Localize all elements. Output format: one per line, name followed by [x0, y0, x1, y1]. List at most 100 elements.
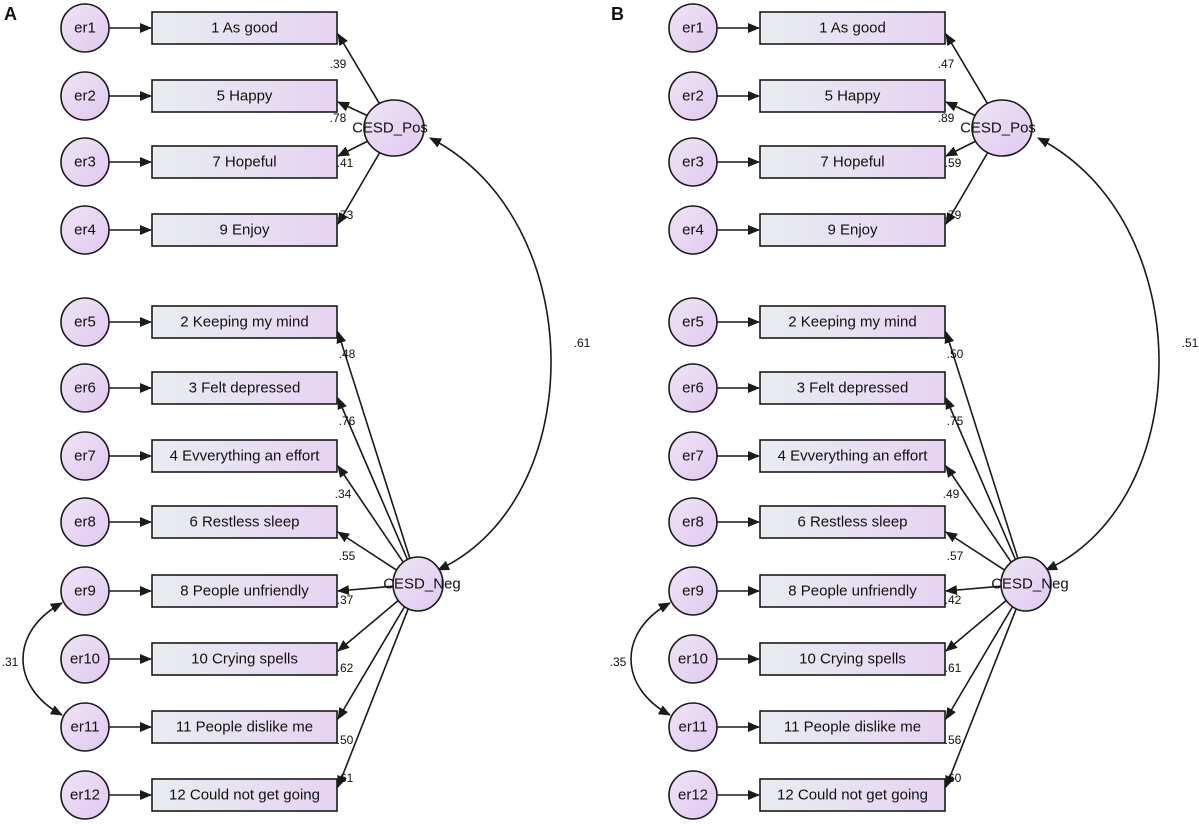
- indicator-row: er4 9 Enjoy: [668, 205, 946, 255]
- loading-coefficient: .89: [938, 111, 955, 125]
- loading-arrow: [945, 608, 1017, 788]
- error-term-label: er6: [682, 380, 704, 397]
- latent-positive-ellipse: [363, 99, 425, 157]
- indicator-label: 2 Keeping my mind: [180, 314, 308, 331]
- error-term-label: er9: [682, 583, 704, 600]
- error-term-label: er4: [682, 222, 704, 239]
- indicator-box: [151, 305, 338, 339]
- error-term-label: er8: [74, 514, 96, 531]
- loading-arrow: [945, 465, 1012, 563]
- loading-coefficient: .78: [330, 111, 347, 125]
- indicator-box: [759, 574, 946, 608]
- loading-coefficient: .48: [339, 347, 356, 361]
- indicator-label: 7 Hopeful: [212, 154, 276, 171]
- indicator-label: 10 Crying spells: [191, 651, 298, 668]
- factor-loadings: .39.78.41.73.48.76.34.55.37.62.50.61: [330, 33, 411, 788]
- error-covariance-value: .31: [2, 655, 19, 669]
- loading-arrow: [945, 585, 1002, 596]
- factor-loadings: .47.89.59.79.50.75.49.57.42.61.56.60: [938, 33, 1019, 788]
- indicator-row: er10 10 Crying spells: [60, 634, 338, 684]
- loading-arrow: [337, 531, 398, 571]
- indicator-label: 10 Crying spells: [799, 651, 906, 668]
- indicator-box: [151, 439, 338, 473]
- indicator-label: 2 Keeping my mind: [788, 314, 916, 331]
- indicator-label: 8 People unfriendly: [180, 583, 309, 600]
- panel-label: A: [4, 4, 17, 24]
- indicator-box: [151, 371, 338, 405]
- loading-coefficient: .59: [945, 156, 962, 170]
- panel-label: B: [611, 4, 624, 24]
- loading-coefficient: .49: [943, 487, 960, 501]
- loading-coefficient: .50: [947, 347, 964, 361]
- loading-arrow: [337, 606, 406, 720]
- loading-arrow: [337, 585, 394, 596]
- loading-arrow: [337, 465, 404, 563]
- factor-correlation-value: .51: [1182, 336, 1199, 350]
- loading-coefficient: .41: [337, 156, 354, 170]
- error-term-label: er9: [74, 583, 96, 600]
- indicator-box: [759, 710, 946, 744]
- indicator-box: [151, 778, 338, 812]
- error-term-label: er12: [70, 787, 100, 804]
- error-term-label: er8: [682, 514, 704, 531]
- loading-arrow: [337, 608, 409, 788]
- loading-coefficient: .37: [337, 593, 354, 607]
- indicator-box: [759, 439, 946, 473]
- loading-arrow: [945, 606, 1014, 720]
- indicator-label: 3 Felt depressed: [189, 380, 301, 397]
- loading-arrow: [337, 152, 381, 225]
- loading-arrow: [945, 140, 976, 157]
- latent-negative-ellipse: [1000, 556, 1052, 612]
- loading-arrow: [945, 152, 989, 225]
- indicator-box: [759, 505, 946, 539]
- error-term-label: er2: [74, 88, 96, 105]
- indicator-box: [151, 213, 338, 247]
- loading-coefficient: .79: [945, 208, 962, 222]
- indicator-label: 9 Enjoy: [827, 222, 878, 239]
- indicator-box: [759, 642, 946, 676]
- loading-coefficient: .61: [337, 771, 354, 785]
- loading-coefficient: .34: [335, 487, 352, 501]
- error-term-label: er1: [682, 20, 704, 37]
- error-term-label: er10: [70, 651, 100, 668]
- factor-correlation-curve: [1037, 137, 1160, 571]
- indicator-box: [151, 710, 338, 744]
- error-covariance-value: .35: [610, 655, 627, 669]
- loading-coefficient: .75: [947, 414, 964, 428]
- indicator-box: [151, 145, 338, 179]
- loading-coefficient: .57: [947, 549, 964, 563]
- loading-arrow: [337, 140, 368, 157]
- loading-arrow: [337, 33, 381, 104]
- indicator-label: 1 As good: [211, 20, 278, 37]
- error-term-label: er1: [74, 20, 96, 37]
- error-term-label: er11: [71, 719, 100, 736]
- error-term-label: er6: [74, 380, 96, 397]
- loading-coefficient: .47: [938, 57, 955, 71]
- indicator-box: [759, 778, 946, 812]
- loading-coefficient: .56: [945, 733, 962, 747]
- loading-arrow: [945, 531, 1006, 571]
- indicator-label: 5 Happy: [825, 88, 881, 105]
- indicator-label: 9 Enjoy: [219, 222, 270, 239]
- indicator-row: er9 8 People unfriendly: [60, 566, 338, 616]
- loading-coefficient: .60: [945, 771, 962, 785]
- error-covariance-curve: [630, 602, 671, 716]
- indicator-label: 6 Restless sleep: [797, 514, 907, 531]
- indicator-label: 4 Evverything an effort: [170, 448, 321, 465]
- error-covariance-curve: [22, 602, 63, 716]
- latent-positive-ellipse: [971, 99, 1033, 157]
- indicator-box: [759, 79, 946, 113]
- indicator-box: [759, 371, 946, 405]
- indicator-box: [759, 11, 946, 45]
